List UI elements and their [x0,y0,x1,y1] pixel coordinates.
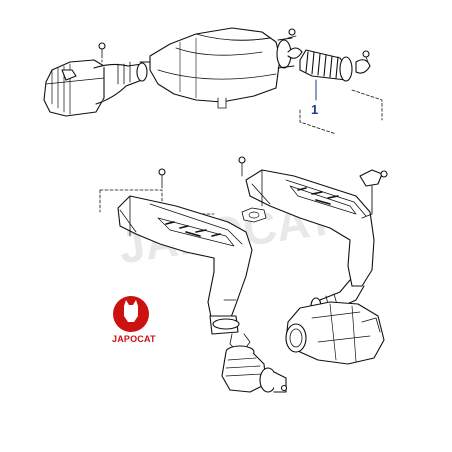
logo-text: JAPOCAT [112,334,156,344]
part-number-label: 1 [311,102,318,117]
japocat-logo: JAPOCAT [112,296,156,344]
cat-icon [124,300,138,322]
throttle-body [285,301,385,365]
air-intake-hose [299,49,353,82]
top-air-intake-assembly [43,27,383,135]
left-intake-duct [99,168,253,335]
right-intake-duct [238,156,388,317]
elbow-hose [221,333,288,393]
